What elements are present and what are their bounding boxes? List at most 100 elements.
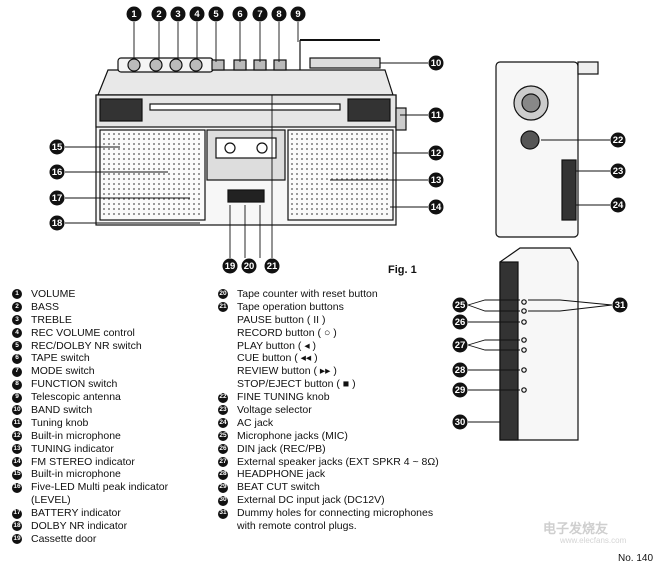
radio-front-view: [95, 39, 407, 226]
callout-number: 28: [455, 365, 466, 376]
legend-number-badge: 19: [12, 534, 22, 545]
callout-number: 22: [613, 135, 624, 146]
legend-label: Cassette door: [31, 532, 97, 545]
legend-label: Microphone jacks (MIC): [237, 429, 348, 442]
callout-leader-lines: [65, 22, 613, 423]
callout-badge-17: 17: [49, 190, 65, 206]
legend-number-badge: 18: [12, 521, 22, 532]
callout-number: 20: [244, 261, 255, 272]
legend-item: 11 Tuning knob: [12, 417, 168, 430]
callout-badge-20: 20: [241, 258, 257, 274]
legend-number-badge: 26: [218, 444, 228, 455]
legend-label: REVIEW button ( ▸▸ ): [237, 365, 337, 378]
legend-number-badge: 1: [12, 289, 22, 300]
callout-number: 31: [615, 300, 626, 311]
callout-badge-5: 5: [208, 6, 224, 22]
legend-item: 5 REC/DOLBY NR switch: [12, 340, 168, 353]
legend-number-badge: 25: [218, 431, 228, 442]
watermark-url: www.elecfans.com: [560, 536, 627, 545]
callout-number: 19: [225, 261, 236, 272]
callout-badge-30: 30: [452, 414, 468, 430]
callout-badge-26: 26: [452, 314, 468, 330]
callout-number: 1: [131, 9, 137, 20]
callout-badge-19: 19: [222, 258, 238, 274]
legend-label: External DC input jack (DC12V): [237, 494, 385, 507]
legend-number-badge: 31: [218, 508, 228, 519]
callout-number: 2: [156, 9, 161, 20]
callout-number: 17: [52, 193, 63, 204]
callout-number: 6: [237, 9, 242, 20]
callout-badge-23: 23: [610, 163, 626, 179]
legend-number-badge: 5: [12, 341, 22, 351]
callout-number: 14: [431, 202, 442, 213]
legend-number-badge: 23: [218, 405, 228, 416]
callout-badge-18: 18: [49, 215, 65, 231]
callout-badge-11: 11: [428, 107, 444, 123]
callout-badge-13: 13: [428, 172, 444, 188]
callout-badge-22: 22: [610, 132, 626, 148]
legend-item: 28 HEADPHONE jack: [218, 468, 439, 481]
callout-badge-2: 2: [151, 6, 167, 22]
legend-number-badge: 6: [12, 353, 22, 364]
legend-number-badge: 17: [12, 508, 22, 519]
legend-number-badge: 29: [218, 482, 228, 493]
callout-number: 5: [213, 9, 219, 20]
legend-label: HEADPHONE jack: [237, 468, 326, 481]
callout-number: 12: [431, 148, 442, 159]
legend-item: STOP/EJECT button ( ■ ): [218, 378, 439, 391]
legend-number-badge: 3: [12, 315, 22, 326]
watermark-logo: 电子发烧友: [543, 521, 609, 536]
callout-number: 24: [613, 200, 624, 211]
legend-label: BEAT CUT switch: [237, 481, 320, 494]
legend-number-badge: 30: [218, 495, 228, 506]
legend-number-badge: 7: [12, 366, 22, 377]
legend-item: 30 External DC input jack (DC12V): [218, 494, 439, 507]
legend-label: Tape operation buttons: [237, 300, 344, 313]
legend-label: REC/DOLBY NR switch: [31, 339, 142, 352]
legend-label: FUNCTION switch: [31, 378, 118, 391]
callout-badge-29: 29: [452, 382, 468, 398]
legend-label: TUNING indicator: [31, 442, 114, 455]
legend-item: 25 Microphone jacks (MIC): [218, 430, 439, 443]
callout-badge-27: 27: [452, 337, 468, 353]
radio-side-view: [495, 61, 599, 238]
legend-number-badge: 27: [218, 457, 228, 468]
legend-item: PAUSE button ( II ): [218, 314, 439, 327]
legend-label: TREBLE: [31, 313, 72, 326]
legend-number-badge: 15: [12, 469, 22, 480]
legend-number-badge: 2: [12, 302, 22, 313]
callout-number: 16: [52, 167, 63, 178]
legend-number-badge: 28: [218, 469, 228, 480]
legend-label: (LEVEL): [31, 494, 71, 507]
callout-number: 18: [52, 218, 63, 229]
legend-label: Tuning knob: [31, 416, 89, 429]
legend-item: RECORD button ( ○ ): [218, 327, 439, 340]
legend-number-badge: 11: [12, 418, 22, 429]
legend-number-badge: 4: [12, 328, 22, 339]
callout-badge-9: 9: [290, 6, 306, 22]
legend-label: RECORD button ( ○ ): [237, 326, 337, 339]
legend-label: Built-in microphone: [31, 429, 121, 442]
legend-label: Five-LED Multi peak indicator: [31, 481, 169, 494]
legend-number-badge: 20: [218, 289, 228, 300]
callout-number: 8: [276, 9, 281, 20]
callout-badge-4: 4: [189, 6, 205, 22]
callout-badge-28: 28: [452, 362, 468, 378]
legend-number-badge: [12, 496, 22, 506]
callout-badge-1: 1: [126, 6, 142, 22]
callout-number: 4: [194, 9, 200, 20]
legend-number-badge: 8: [12, 379, 22, 390]
callout-badge-10: 10: [428, 55, 444, 71]
